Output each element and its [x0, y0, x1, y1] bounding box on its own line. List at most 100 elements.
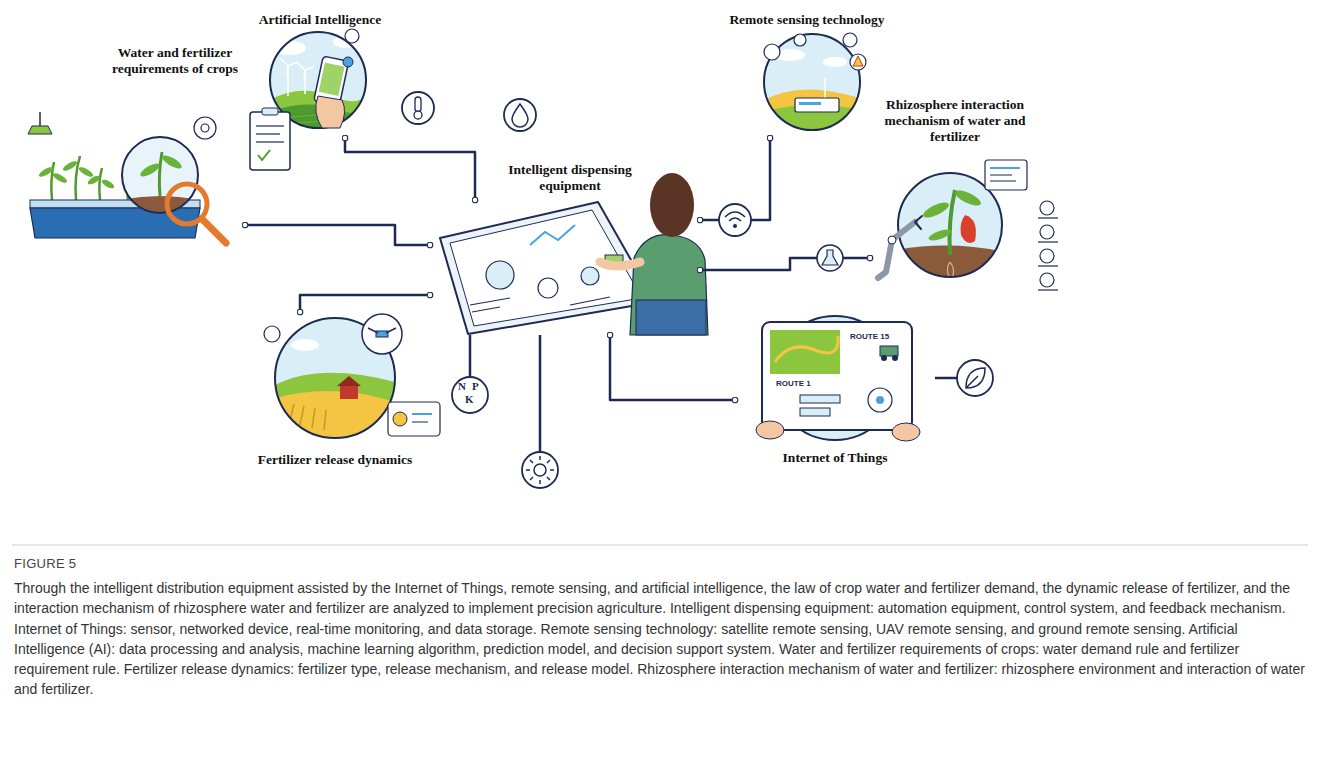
- sun-icon: [534, 464, 546, 476]
- iot-illustration: [800, 395, 840, 403]
- fertilizer-release-illustration: [412, 422, 428, 423]
- rhizosphere-illustration: [953, 188, 983, 209]
- iot-illustration: [881, 355, 887, 361]
- ai-illustration: [305, 67, 314, 70]
- remote-sensing-illustration: [824, 78, 826, 100]
- fertilizer-release-illustration: [376, 331, 388, 337]
- fertilizer-release-illustration: [275, 391, 395, 440]
- fertilizer-release-illustration: [275, 373, 395, 440]
- iot-illustration: [800, 408, 830, 416]
- person-figure: [650, 173, 694, 237]
- node-heading: Intelligent dispensing equipment: [500, 162, 640, 194]
- nutrient-letter: K: [465, 394, 474, 405]
- sun-icon: [550, 469, 554, 471]
- rhizosphere-illustration: [1038, 217, 1058, 218]
- crop-demand-illustration: [122, 137, 198, 213]
- clipboard-icon: [256, 141, 284, 142]
- fertilizer-release-illustration: [300, 406, 304, 425]
- rhizosphere-illustration: [878, 222, 915, 278]
- sun-icon: [522, 452, 558, 488]
- leaf-icon: [957, 360, 993, 396]
- nutrient-letter: N: [458, 381, 466, 392]
- ai-illustration: [316, 96, 345, 128]
- iot-illustration: [756, 421, 784, 439]
- dispensing-tablet: [470, 297, 610, 312]
- water-drop-icon: [504, 99, 536, 131]
- connector-line: [610, 335, 735, 400]
- nutrient-letter: P: [472, 381, 479, 392]
- sun-icon: [530, 460, 533, 463]
- crop-demand-illustration: [52, 171, 69, 184]
- rhizosphere-illustration: [1040, 201, 1054, 287]
- remote-sensing-illustration: [764, 49, 860, 130]
- ai-illustration: [343, 57, 353, 67]
- npk-icon: [452, 377, 488, 413]
- water-drop-icon: [512, 104, 528, 127]
- crop-demand-illustration: [99, 168, 102, 200]
- fertilizer-release-illustration: [291, 339, 319, 351]
- flask-icon: [817, 245, 843, 271]
- rhizosphere-illustration: [1040, 225, 1054, 239]
- dispensing-tablet: [530, 225, 575, 245]
- remote-sensing-illustration: [843, 33, 857, 47]
- crop-demand-illustration: [30, 208, 200, 238]
- wifi-icon: [733, 224, 737, 228]
- dispensing-tablet: [570, 297, 610, 305]
- person-figure: [600, 262, 640, 266]
- flask-icon: [822, 250, 838, 265]
- iot-illustration: [868, 388, 892, 412]
- figure-number: FIGURE 5: [14, 556, 76, 571]
- node-heading: Remote sensing technology: [729, 12, 884, 28]
- npk-icon: [452, 377, 488, 413]
- dispensing-tablet: [581, 267, 599, 285]
- rhizosphere-illustration: [947, 262, 953, 284]
- iot-illustration: [880, 346, 898, 356]
- fertilizer-release-illustration: [340, 385, 358, 399]
- thermometer-icon: [402, 92, 434, 124]
- clipboard-icon: [256, 126, 284, 142]
- rhizosphere-illustration: [1038, 218, 1058, 290]
- flask-icon: [817, 245, 843, 271]
- clipboard-icon: [250, 108, 290, 170]
- ai-illustration: [345, 29, 359, 43]
- fertilizer-release-illustration: [290, 404, 326, 430]
- crop-demand-illustration: [86, 174, 101, 186]
- sun-icon: [530, 477, 533, 480]
- crop-demand-illustration: [194, 117, 216, 139]
- fertilizer-release-illustration: [386, 328, 396, 333]
- illustration-node: Water and fertilizer requirements of cro…: [30, 42, 245, 247]
- leaf-icon: [966, 368, 985, 388]
- node-heading: Rhizosphere interaction mechanism of wat…: [880, 97, 1030, 145]
- rhizosphere-illustration: [878, 160, 1058, 290]
- rhizosphere-illustration: [927, 227, 952, 243]
- node-heading: Fertilizer release dynamics: [258, 452, 413, 468]
- route-label: ROUTE 15: [850, 333, 889, 341]
- illustration-node: Artificial Intelligence: [255, 8, 385, 138]
- node-heading: Artificial Intelligence: [259, 12, 382, 28]
- crop-demand-illustration: [201, 124, 209, 132]
- figure-caption: Through the intelligent distribution equ…: [14, 578, 1306, 700]
- fertilizer-release-illustration: [275, 318, 395, 438]
- crop-demand-illustration: [51, 156, 130, 200]
- remote-sensing-illustration: [764, 44, 780, 60]
- clipboard-icon: [262, 108, 278, 115]
- sun-icon: [539, 480, 541, 484]
- node-heading: Water and fertilizer requirements of cro…: [98, 45, 253, 77]
- crop-demand-illustration: [100, 178, 115, 190]
- ai-illustration: [304, 70, 306, 94]
- iot-illustration: [762, 322, 912, 430]
- rhizosphere-illustration: [895, 188, 1005, 290]
- fertilizer-release-illustration: [368, 328, 378, 333]
- person-figure: [630, 235, 708, 335]
- caption-rule: [12, 545, 1308, 546]
- rhizosphere-illustration: [1038, 289, 1058, 290]
- crop-demand-illustration: [28, 112, 226, 243]
- remote-sensing-illustration: [764, 34, 860, 130]
- rhizosphere-illustration: [1038, 265, 1058, 266]
- crop-demand-illustration: [39, 112, 41, 126]
- rhizosphere-illustration: [1040, 249, 1054, 263]
- rhizosphere-illustration: [915, 216, 922, 229]
- clipboard-icon: [256, 133, 280, 134]
- iot-illustration: [892, 355, 898, 361]
